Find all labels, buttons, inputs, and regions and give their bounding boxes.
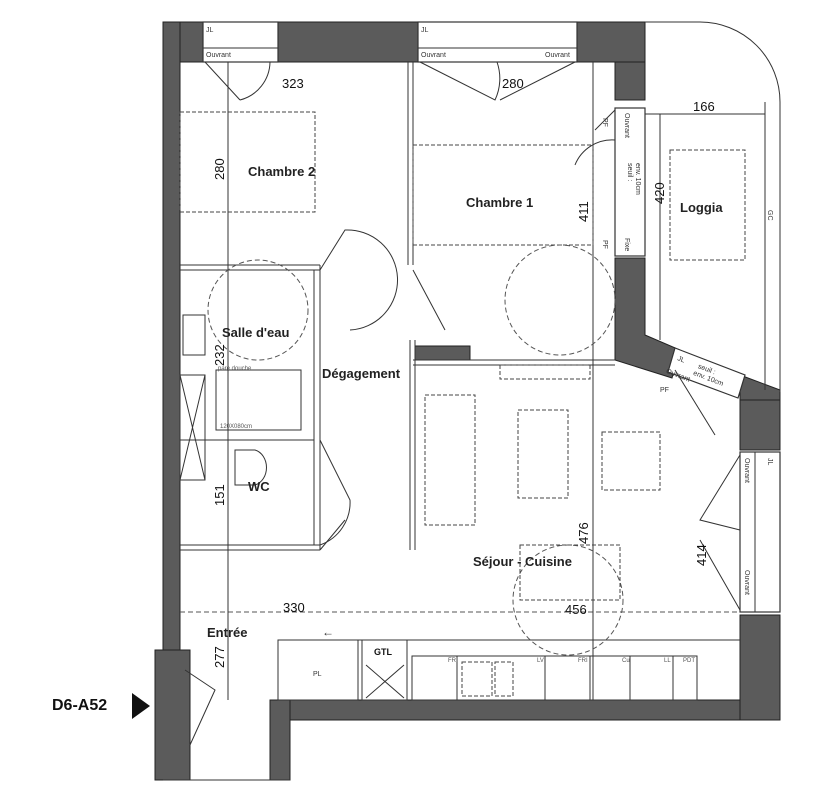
room-label-salle-eau: Salle d'eau — [222, 325, 289, 340]
wall-pillar — [614, 22, 646, 101]
dimension-lines — [645, 113, 765, 340]
wall-loggia-corner — [739, 374, 781, 401]
label-douche-size: 120X080cm — [220, 424, 252, 430]
window-sejour — [739, 451, 781, 613]
kitchen-label: FRI — [578, 658, 588, 664]
dim-chambre1-w: 280 — [502, 76, 524, 91]
label-ouvrant: Ouvrant — [743, 458, 750, 483]
windows: JL Ouvrant JL Ouvrant Ouvrant Ouvrant se… — [202, 21, 781, 613]
dim-chambre2-w: 323 — [282, 76, 304, 91]
closet-pl — [277, 639, 359, 701]
kitchen-sink — [494, 661, 514, 697]
room-labels: Chambre 2 Chambre 1 Loggia Salle d'eau D… — [207, 164, 723, 640]
window-loggia-diagonal — [667, 347, 746, 399]
entry-arrow-icon — [132, 693, 150, 719]
wall-right-lower — [739, 614, 781, 721]
room-label-chambre2: Chambre 2 — [248, 164, 315, 179]
label-env: env. 10cm — [634, 163, 641, 195]
kitchen-label: FRI — [448, 658, 458, 664]
dim-sejour-h: 476 — [576, 522, 591, 544]
furniture: pare douche 120X080cm PL GTL ← FRI LV FR… — [179, 111, 746, 701]
room-label-degagement: Dégagement — [322, 366, 401, 381]
room-label-entree: Entrée — [207, 625, 247, 640]
wall-partition — [414, 345, 471, 361]
armchair — [601, 431, 661, 491]
wall-loggia-diagonal — [614, 257, 681, 379]
dim-chambre1-h: 411 — [576, 201, 591, 222]
loggia-table — [669, 149, 746, 261]
label-gc: GC — [766, 210, 773, 221]
room-label-chambre1: Chambre 1 — [466, 195, 533, 210]
dim-sejour-w: 456 — [565, 602, 587, 617]
sink — [182, 314, 206, 356]
label-ouvrant: Ouvrant — [743, 570, 750, 595]
turning-circle — [504, 244, 616, 356]
kitchen-label: LL — [664, 658, 671, 664]
label-pare-douche: pare douche — [218, 366, 252, 372]
dim-sejour-right-h: 414 — [694, 544, 709, 566]
label-ouvrant: Ouvrant — [545, 52, 570, 59]
window-chambre2 — [202, 21, 279, 63]
dim-salle-eau-h: 232 — [212, 344, 227, 366]
dimension-labels: 323 280 280 411 166 420 232 151 476 456 … — [212, 76, 715, 668]
label-jl: JL — [421, 27, 429, 34]
label-ouvrant: Ouvrant — [421, 52, 446, 59]
label-jl: JL — [766, 458, 773, 466]
wall-top-right — [576, 21, 646, 63]
dim-entree-h: 277 — [212, 646, 227, 668]
label-pf: PF — [601, 118, 608, 127]
label-pf: PF — [660, 387, 669, 394]
shower — [215, 369, 302, 431]
kitchen-label: LV — [537, 658, 544, 664]
kitchen-sink — [461, 661, 493, 697]
arrow-icon: ← — [322, 625, 334, 639]
label-ouvrant: Ouvrant — [623, 113, 630, 138]
label-pl: PL — [313, 671, 322, 678]
kitchen-label: Cu — [622, 658, 630, 664]
room-label-sejour: Séjour - Cuisine — [473, 554, 572, 569]
partitions — [180, 62, 740, 700]
label-gtl: GTL — [374, 647, 392, 657]
kitchen-label: PDT — [683, 658, 695, 664]
door-swings — [184, 61, 741, 746]
label-pf: PF — [601, 240, 608, 249]
dim-entree-w: 330 — [283, 600, 305, 615]
coffee-table — [517, 409, 569, 499]
window-loggia-door — [614, 107, 646, 257]
unit-id-label: D6-A52 — [52, 697, 107, 714]
room-label-loggia: Loggia — [680, 200, 723, 215]
turning-circle — [207, 259, 309, 361]
wall-top-mid — [277, 21, 419, 63]
tv-unit — [499, 364, 591, 380]
label-fixe: Fixe — [623, 238, 630, 251]
kitchen-counter — [411, 655, 698, 701]
loggia-outline — [645, 21, 781, 392]
wall-bottom-stub — [269, 699, 291, 781]
toilet — [234, 449, 267, 486]
gtl-box — [361, 639, 408, 701]
dim-loggia-h: 420 — [652, 182, 667, 204]
sofa — [424, 394, 476, 526]
wall-left — [162, 21, 181, 653]
wall-entry-left — [154, 649, 191, 781]
room-label-wc: WC — [248, 479, 270, 494]
walls — [154, 21, 781, 781]
dining-table — [519, 544, 621, 601]
label-jl: JL — [676, 355, 686, 364]
wall-bottom — [269, 699, 741, 721]
label-ouvrant: Ouvrant — [206, 52, 231, 59]
dim-wc-h: 151 — [212, 484, 227, 506]
dim-chambre2-h: 280 — [212, 158, 227, 180]
dim-loggia-w: 166 — [693, 99, 715, 114]
window-chambre1 — [417, 21, 578, 63]
washer-space — [179, 374, 206, 481]
label-seuil: seuil : — [626, 163, 633, 181]
bed-chambre2 — [179, 111, 316, 213]
wall-right-mid — [739, 394, 781, 451]
bed-chambre1 — [412, 144, 594, 246]
label-jl: JL — [206, 27, 214, 34]
